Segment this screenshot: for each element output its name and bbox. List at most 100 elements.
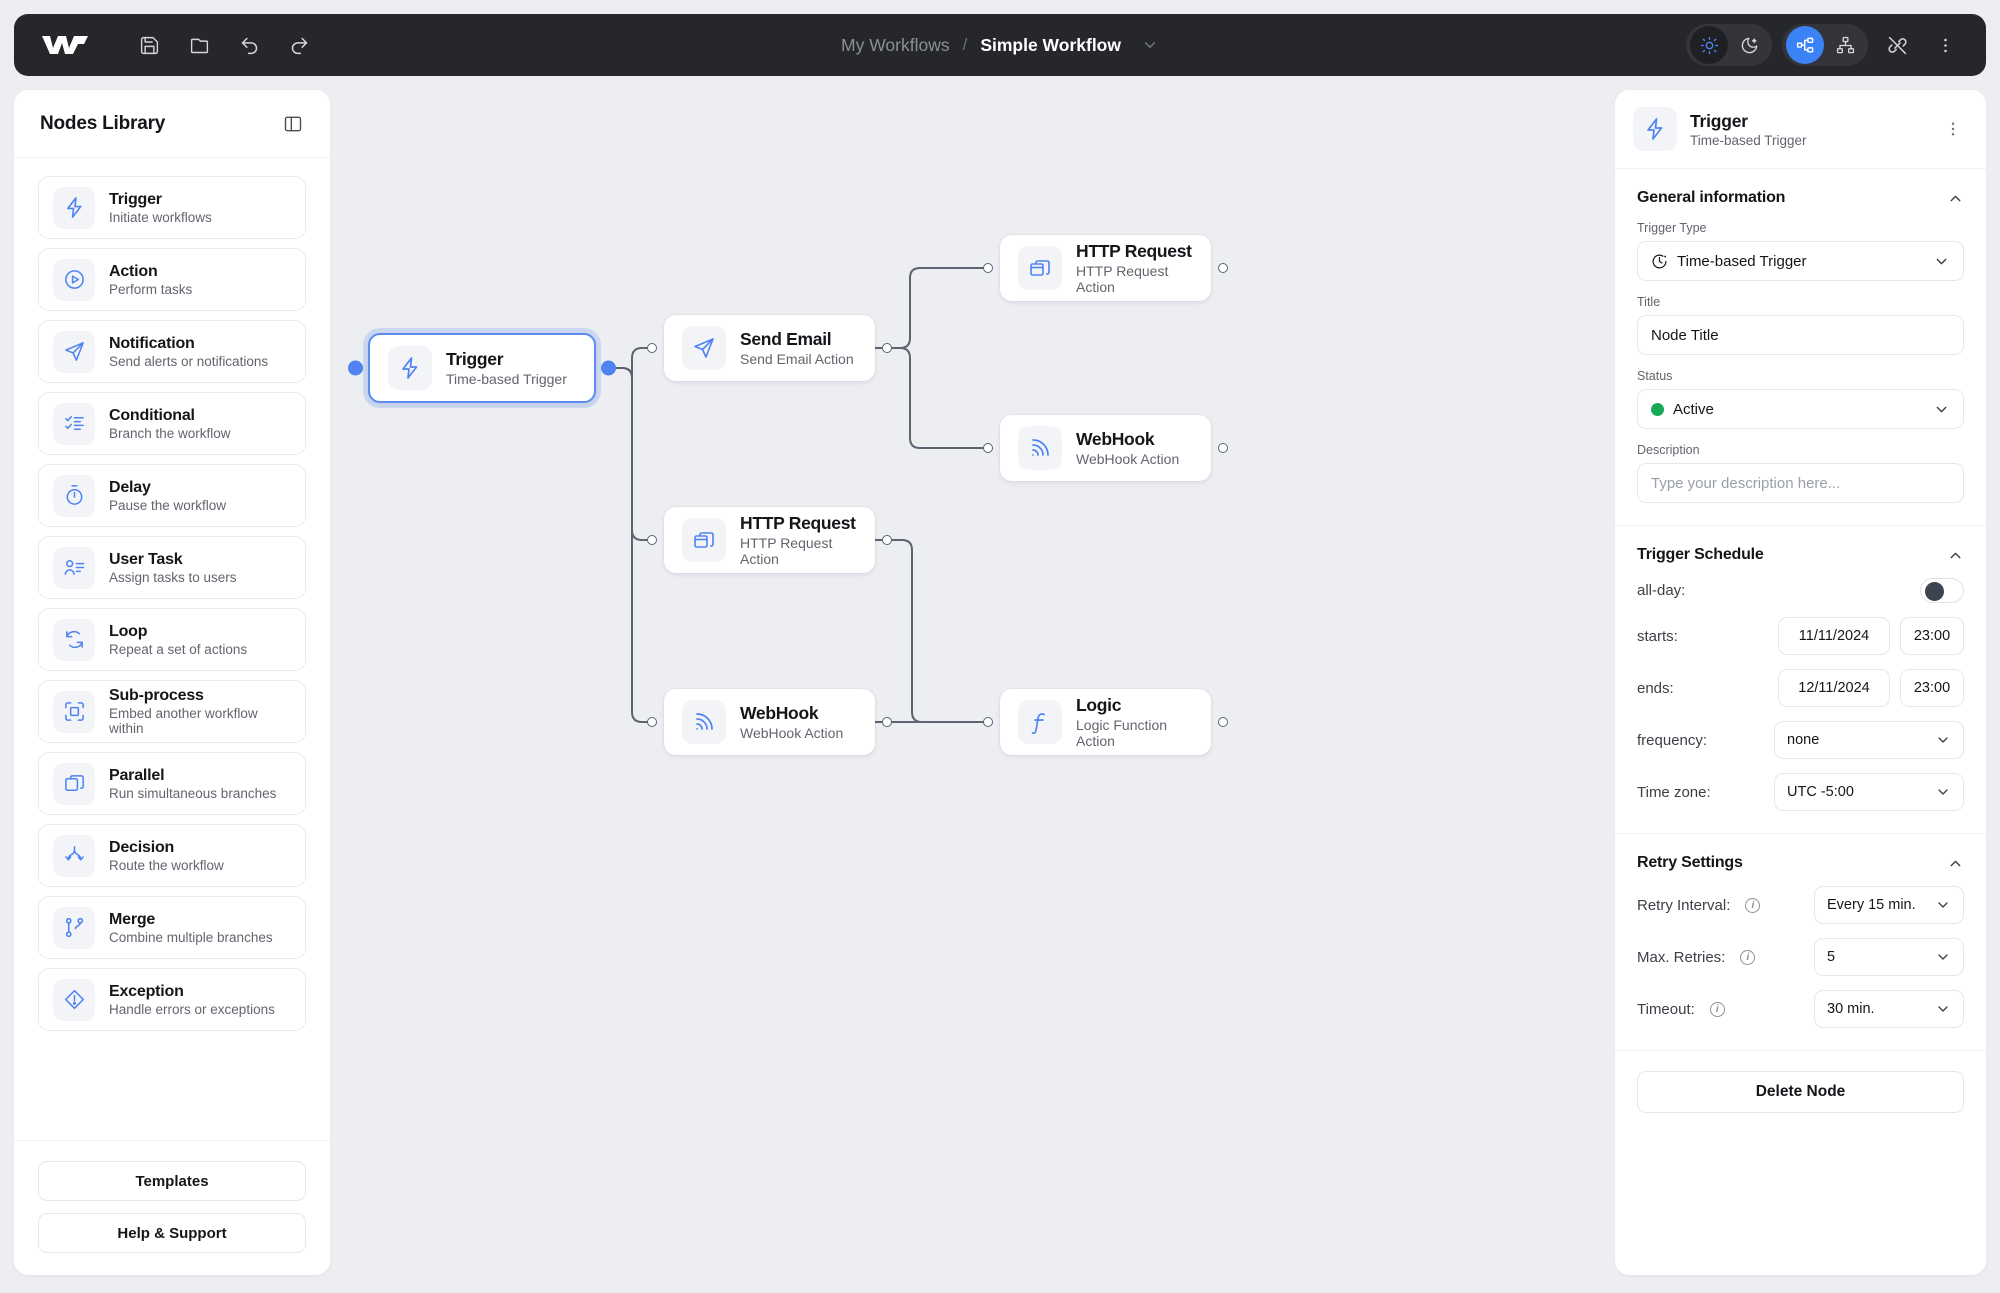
- inspector-title: Trigger: [1690, 110, 1748, 131]
- retry-interval-select[interactable]: Every 15 min.: [1814, 886, 1964, 924]
- node-output-port[interactable]: [601, 360, 616, 376]
- section-retry-settings: Retry Settings Retry Interval: i Every 1…: [1615, 834, 1986, 1051]
- chevron-down-icon[interactable]: [1141, 36, 1159, 54]
- library-item-parallel[interactable]: Parallel Run simultaneous branches: [38, 752, 306, 815]
- canvas-node-subtitle: Logic Function Action: [1076, 717, 1168, 749]
- brand-w-logo[interactable]: [40, 32, 96, 58]
- workflow-canvas[interactable]: Trigger Time-based Trigger Send Email Se…: [330, 90, 1615, 1275]
- timeout-select[interactable]: 30 min.: [1814, 990, 1964, 1028]
- section-general-header[interactable]: General information: [1637, 189, 1964, 207]
- library-item-conditional[interactable]: Conditional Branch the workflow: [38, 392, 306, 455]
- library-item-user-task[interactable]: User Task Assign tasks to users: [38, 536, 306, 599]
- timeout-value: 30 min.: [1827, 1001, 1875, 1017]
- all-day-toggle[interactable]: [1920, 578, 1964, 603]
- field-description: Description Type your description here..…: [1637, 443, 1964, 503]
- library-item-action[interactable]: Action Perform tasks: [38, 248, 306, 311]
- bolt-icon: [388, 346, 432, 390]
- node-input-port[interactable]: [647, 535, 657, 545]
- canvas-node-send-email[interactable]: Send Email Send Email Action: [647, 315, 892, 381]
- canvas-node-webhook-bottom[interactable]: WebHook WebHook Action: [647, 689, 892, 755]
- section-schedule-header[interactable]: Trigger Schedule: [1637, 546, 1964, 564]
- canvas-node-trigger[interactable]: Trigger Time-based Trigger: [348, 333, 616, 403]
- moon-icon[interactable]: [1730, 26, 1768, 64]
- checklist-icon: [53, 402, 95, 445]
- starts-date-input[interactable]: 11/11/2024: [1778, 617, 1890, 655]
- delete-node-button[interactable]: Delete Node: [1637, 1071, 1964, 1113]
- node-input-port[interactable]: [647, 717, 657, 727]
- nodes-library-list: Trigger Initiate workflows Action Perfor…: [14, 158, 330, 1140]
- timeout-label: Timeout:: [1637, 1000, 1695, 1018]
- link-off-icon[interactable]: [1878, 26, 1916, 64]
- chevron-down-icon[interactable]: [1935, 949, 1951, 965]
- node-input-port[interactable]: [647, 343, 657, 353]
- library-item-merge[interactable]: Merge Combine multiple branches: [38, 896, 306, 959]
- panel-collapse-icon[interactable]: [282, 113, 304, 135]
- trigger-type-select[interactable]: Time-based Trigger: [1637, 241, 1964, 281]
- breadcrumb-parent[interactable]: My Workflows: [841, 34, 950, 55]
- nodes-library-footer: Templates Help & Support: [14, 1140, 330, 1275]
- library-item-desc: Branch the workflow: [109, 425, 231, 441]
- frequency-select[interactable]: none: [1774, 721, 1964, 759]
- library-item-trigger[interactable]: Trigger Initiate workflows: [38, 176, 306, 239]
- library-item-loop[interactable]: Loop Repeat a set of actions: [38, 608, 306, 671]
- ends-time-input[interactable]: 23:00: [1900, 669, 1964, 707]
- info-icon[interactable]: i: [1709, 1001, 1725, 1017]
- chevron-down-icon[interactable]: [1935, 1001, 1951, 1017]
- chevron-up-icon[interactable]: [1946, 854, 1964, 872]
- starts-time-input[interactable]: 23:00: [1900, 617, 1964, 655]
- chevron-up-icon[interactable]: [1946, 546, 1964, 564]
- node-output-port[interactable]: [882, 343, 892, 353]
- folder-open-icon[interactable]: [186, 32, 212, 58]
- node-output-port[interactable]: [1218, 443, 1228, 453]
- library-item-delay[interactable]: Delay Pause the workflow: [38, 464, 306, 527]
- status-select[interactable]: Active: [1637, 389, 1964, 429]
- title-input[interactable]: Node Title: [1637, 315, 1964, 355]
- node-input-port[interactable]: [983, 443, 993, 453]
- section-title: Trigger Schedule: [1637, 546, 1764, 563]
- node-output-port[interactable]: [882, 717, 892, 727]
- library-item-decision[interactable]: Decision Route the workflow: [38, 824, 306, 887]
- templates-button[interactable]: Templates: [38, 1161, 306, 1201]
- undo-icon[interactable]: [236, 32, 262, 58]
- node-input-port[interactable]: [983, 263, 993, 273]
- library-item-desc: Run simultaneous branches: [109, 785, 277, 801]
- tree-layout-icon[interactable]: [1826, 26, 1864, 64]
- node-output-port[interactable]: [1218, 263, 1228, 273]
- graph-layout-icon[interactable]: [1786, 26, 1824, 64]
- node-output-port[interactable]: [882, 535, 892, 545]
- info-icon[interactable]: i: [1740, 949, 1756, 965]
- library-item-notification[interactable]: Notification Send alerts or notification…: [38, 320, 306, 383]
- info-icon[interactable]: i: [1745, 897, 1761, 913]
- chevron-up-icon[interactable]: [1946, 189, 1964, 207]
- node-input-port[interactable]: [983, 717, 993, 727]
- chevron-down-icon[interactable]: [1935, 784, 1951, 800]
- breadcrumb-current[interactable]: Simple Workflow: [980, 34, 1121, 55]
- save-icon[interactable]: [136, 32, 162, 58]
- node-output-port[interactable]: [1218, 717, 1228, 727]
- chevron-down-icon[interactable]: [1933, 253, 1950, 270]
- section-retry-header[interactable]: Retry Settings: [1637, 854, 1964, 872]
- retry-interval-label: Retry Interval:: [1637, 896, 1731, 914]
- field-title: Title Node Title: [1637, 295, 1964, 355]
- canvas-node-http-request-mid[interactable]: HTTP Request HTTP Request Action: [647, 507, 892, 573]
- chevron-down-icon[interactable]: [1935, 732, 1951, 748]
- more-vertical-icon[interactable]: [1942, 118, 1964, 140]
- library-item-sub-process[interactable]: Sub-process Embed another workflow withi…: [38, 680, 306, 743]
- max-retries-value: 5: [1827, 949, 1836, 965]
- more-vertical-icon[interactable]: [1926, 26, 1964, 64]
- canvas-node-logic[interactable]: Logic Logic Function Action: [983, 689, 1228, 755]
- timezone-select[interactable]: UTC -5:00: [1774, 773, 1964, 811]
- canvas-node-webhook-top[interactable]: WebHook WebHook Action: [983, 415, 1228, 481]
- chevron-down-icon[interactable]: [1933, 401, 1950, 418]
- help-support-button[interactable]: Help & Support: [38, 1213, 306, 1253]
- chevron-down-icon[interactable]: [1935, 897, 1951, 913]
- node-input-port[interactable]: [348, 360, 363, 376]
- description-input[interactable]: Type your description here...: [1637, 463, 1964, 503]
- row-timezone: Time zone: UTC -5:00: [1637, 773, 1964, 811]
- redo-icon[interactable]: [286, 32, 312, 58]
- ends-date-input[interactable]: 12/11/2024: [1778, 669, 1890, 707]
- max-retries-select[interactable]: 5: [1814, 938, 1964, 976]
- library-item-exception[interactable]: Exception Handle errors or exceptions: [38, 968, 306, 1031]
- canvas-node-http-request-top[interactable]: HTTP Request HTTP Request Action: [983, 235, 1228, 301]
- sun-icon[interactable]: [1690, 26, 1728, 64]
